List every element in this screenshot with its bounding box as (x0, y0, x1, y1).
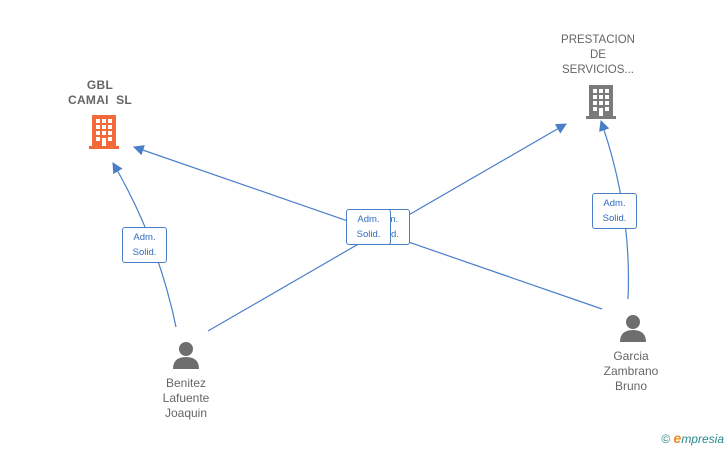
edge-label-garcia-prestacion: Adm. Solid. (592, 193, 637, 229)
empresia-logo-initial: e (673, 430, 682, 446)
company-prestacion-label[interactable]: PRESTACION DE SERVICIOS... (561, 34, 635, 76)
empresia-logo-text: mpresia (681, 432, 724, 446)
company-gbl-label[interactable]: GBL CAMAI SL (67, 78, 133, 107)
empresia-credit[interactable]: © empresia (661, 430, 724, 446)
edge-label-garcia-gbl: Adm. Solid. (346, 209, 391, 245)
edge-label-benitez-gbl: Adm. Solid. (122, 227, 167, 263)
person-icon[interactable] (618, 313, 648, 343)
copyright-symbol: © (661, 432, 671, 446)
building-icon[interactable] (584, 83, 618, 121)
person-icon[interactable] (171, 340, 201, 370)
person-benitez-label[interactable]: Benitez Lafuente Joaquin (162, 376, 210, 420)
building-icon[interactable] (87, 113, 121, 151)
person-garcia-label[interactable]: Garcia Zambrano Bruno (603, 349, 659, 393)
